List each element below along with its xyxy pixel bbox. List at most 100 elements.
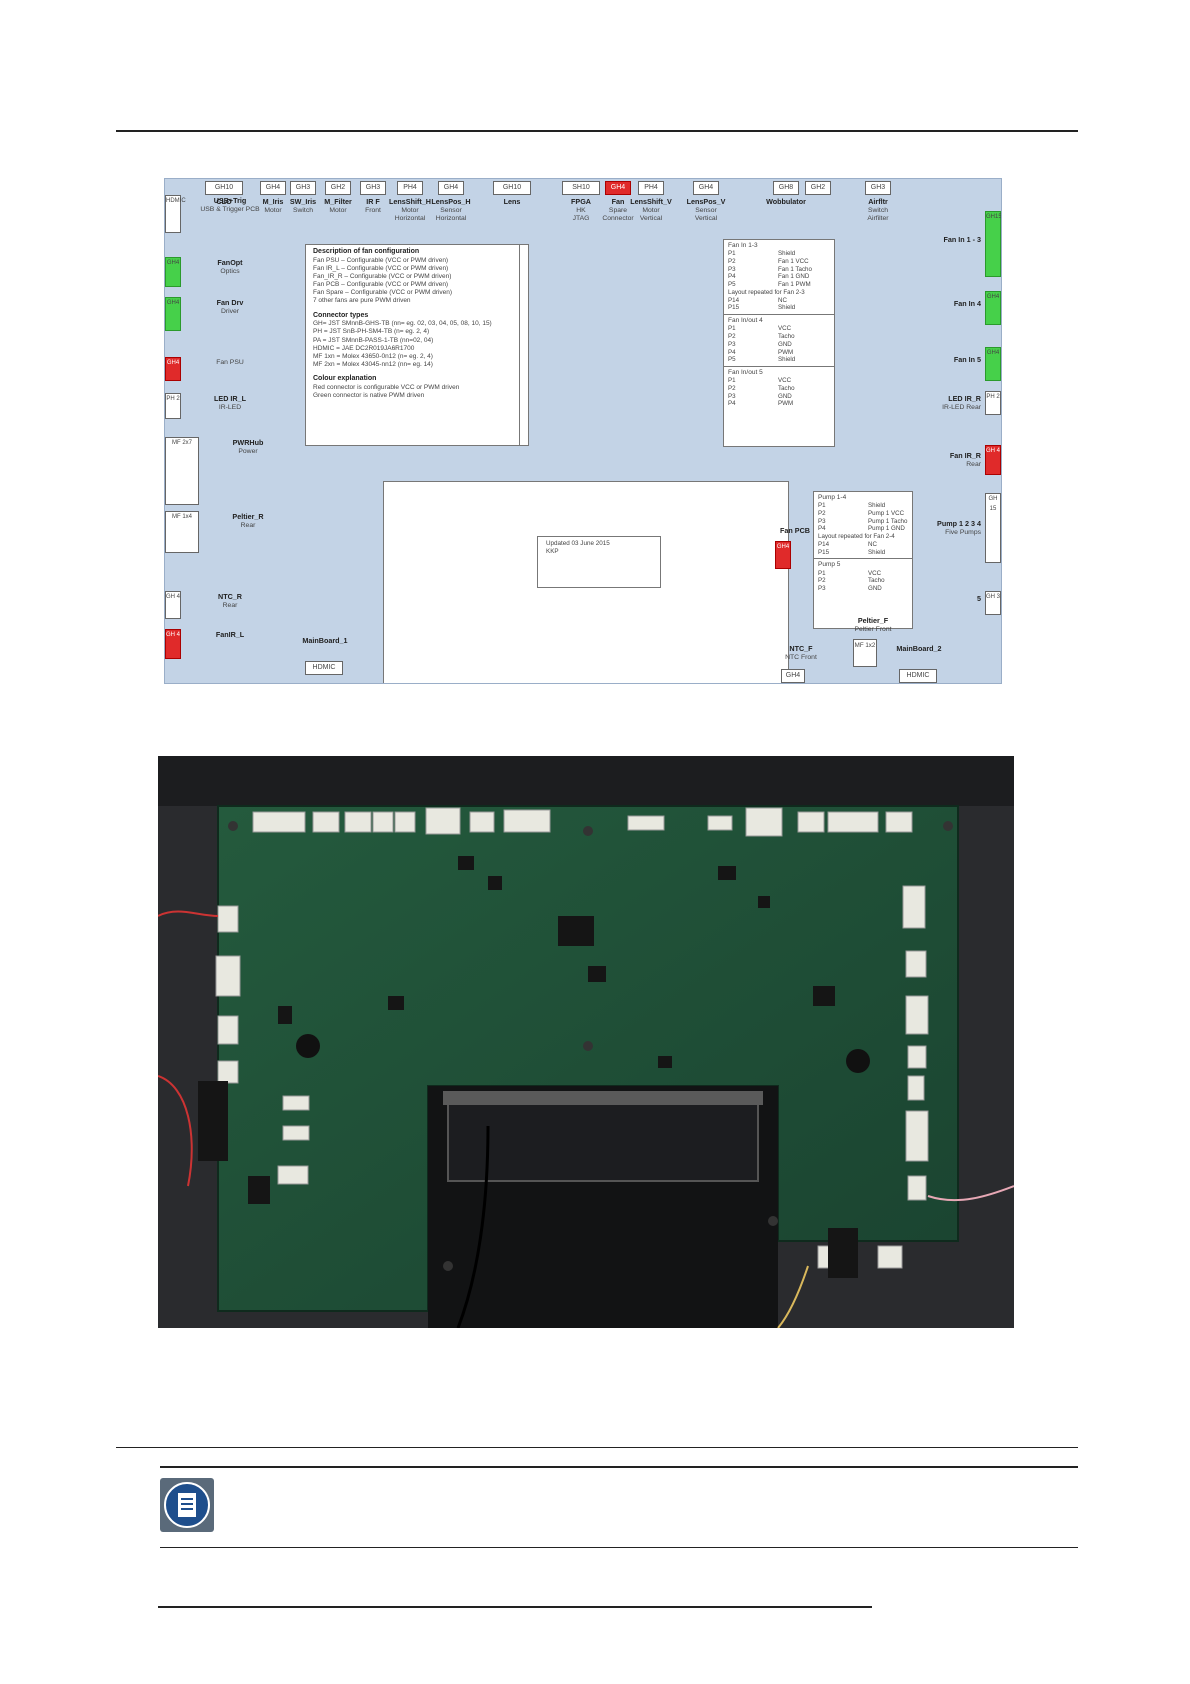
connector-type-line-6: MF 2xn = Molex 43045-nn12 (nn= eg. 14): [313, 360, 433, 368]
description-line-6: 7 other fans are pure PWM driven: [313, 297, 411, 305]
left-connector-3: GH4: [165, 297, 181, 331]
connector-title: LensPos_H: [431, 197, 471, 206]
pump-pin-section-title: Pump 1-4: [818, 494, 847, 501]
connector-title: Wobbulator: [766, 197, 806, 206]
connector-types-heading: Connector types: [313, 311, 369, 319]
connector-title: SW_Iris: [289, 197, 317, 206]
pin-function: VCC: [868, 569, 882, 577]
pin-function: GND: [868, 585, 882, 592]
connector-title: Airfltr: [868, 197, 888, 206]
connector-title: PWRHub: [232, 438, 264, 447]
pin-number: P4: [728, 348, 736, 356]
connector-title: FanOpt: [217, 258, 243, 267]
pin-number: P3: [728, 340, 736, 348]
connector-subtitle: Motor: [401, 206, 419, 214]
connector-subtitle: Sensor: [695, 206, 717, 214]
updated-date: Updated 03 June 2015: [546, 540, 610, 547]
pin-function: Pump 1 GND: [868, 525, 905, 533]
pin-number: P4: [728, 400, 736, 408]
pump-pin-note: Layout repeated for Fan 2-4: [818, 533, 895, 541]
connector-subtitle: Rear: [240, 521, 256, 529]
pin-function: PWM: [778, 400, 794, 408]
top-connector-7: GH4: [438, 181, 464, 195]
pin-function: Tacho: [778, 333, 795, 340]
pin-number: P15: [818, 548, 830, 556]
bottom-connector-label-5: Fan PCB: [751, 526, 839, 536]
bottom-connector-2: GH4: [781, 669, 805, 683]
right-connector-6: GH 15: [985, 493, 1001, 563]
pin-function: Fan 1 PWM: [778, 281, 811, 289]
connector-subtitle: Switch: [292, 206, 314, 214]
connector-title: Pump 1 2 3 4: [937, 519, 981, 528]
connector-subtitle: Spare: [608, 206, 628, 214]
pin-number: P15: [728, 304, 740, 312]
connector-title: Fan: [611, 197, 625, 206]
pin-function: Fan 1 Tacho: [778, 265, 812, 273]
top-connector-14: GH2: [805, 181, 831, 195]
bottom-connector-5: GH4: [775, 541, 791, 569]
pin-function: PWM: [778, 348, 794, 356]
description-line-4: Fan PCB – Configurable (VCC or PWM drive…: [313, 281, 449, 289]
connector-subtitle: IR-LED: [218, 403, 242, 411]
connector-title: FPGA: [571, 197, 591, 206]
connector-title: IR F: [366, 197, 380, 206]
top-connector-12: GH4: [693, 181, 719, 195]
bottom-connector-4: HDMIC: [899, 669, 937, 683]
right-connector-7: GH 3: [985, 591, 1001, 615]
right-connector-label-7: 5: [891, 594, 981, 604]
pin-function: Shield: [778, 250, 796, 258]
connector-subtitle: Rear: [966, 460, 981, 468]
connector-title: Fan IR_R: [949, 451, 981, 460]
right-connector-3: GH4: [985, 347, 1001, 381]
right-connector-5: GH 4: [985, 445, 1001, 475]
connector-title: Peltier_F: [857, 616, 889, 625]
pin-function: VCC: [778, 377, 792, 385]
connector-subtitle: Driver: [220, 307, 240, 315]
pin-function: Shield: [868, 502, 886, 510]
connector-title: M_Iris: [262, 197, 284, 206]
description-line-3: Fan_IR_R – Configurable (VCC or PWM driv…: [313, 273, 452, 280]
top-connector-3: GH3: [290, 181, 316, 195]
connector-title: LED IR_L: [214, 394, 246, 403]
pin-number: P4: [728, 273, 736, 281]
top-connector-4: GH2: [325, 181, 351, 195]
description-heading: Description of fan configuration: [313, 248, 420, 255]
connector-subtitle: Motor: [329, 206, 347, 214]
connector-subtitle: Connector: [602, 214, 634, 222]
fan-configuration-description: Description of fan configuration Fan PSU…: [305, 244, 529, 446]
note-bottom-rule: [160, 1547, 1078, 1548]
colour-explanation-lines: Red connector is configurable VCC or PWM…: [313, 384, 521, 400]
connector-title: Fan Drv: [216, 298, 244, 307]
pin-function: Shield: [778, 356, 796, 364]
left-connector-8: GH 4: [165, 591, 181, 619]
left-connector-4: GH4: [165, 357, 181, 381]
pcb-illustration: [158, 756, 1014, 1328]
connector-subtitle: Airfilter: [867, 214, 889, 222]
description-line-2: Fan IR_L – Configurable (VCC or PWM driv…: [313, 264, 449, 272]
bottom-connector-label-1: MainBoard_1: [281, 636, 369, 646]
description-line-1: Fan PSU – Configurable (VCC or PWM drive…: [313, 256, 449, 264]
